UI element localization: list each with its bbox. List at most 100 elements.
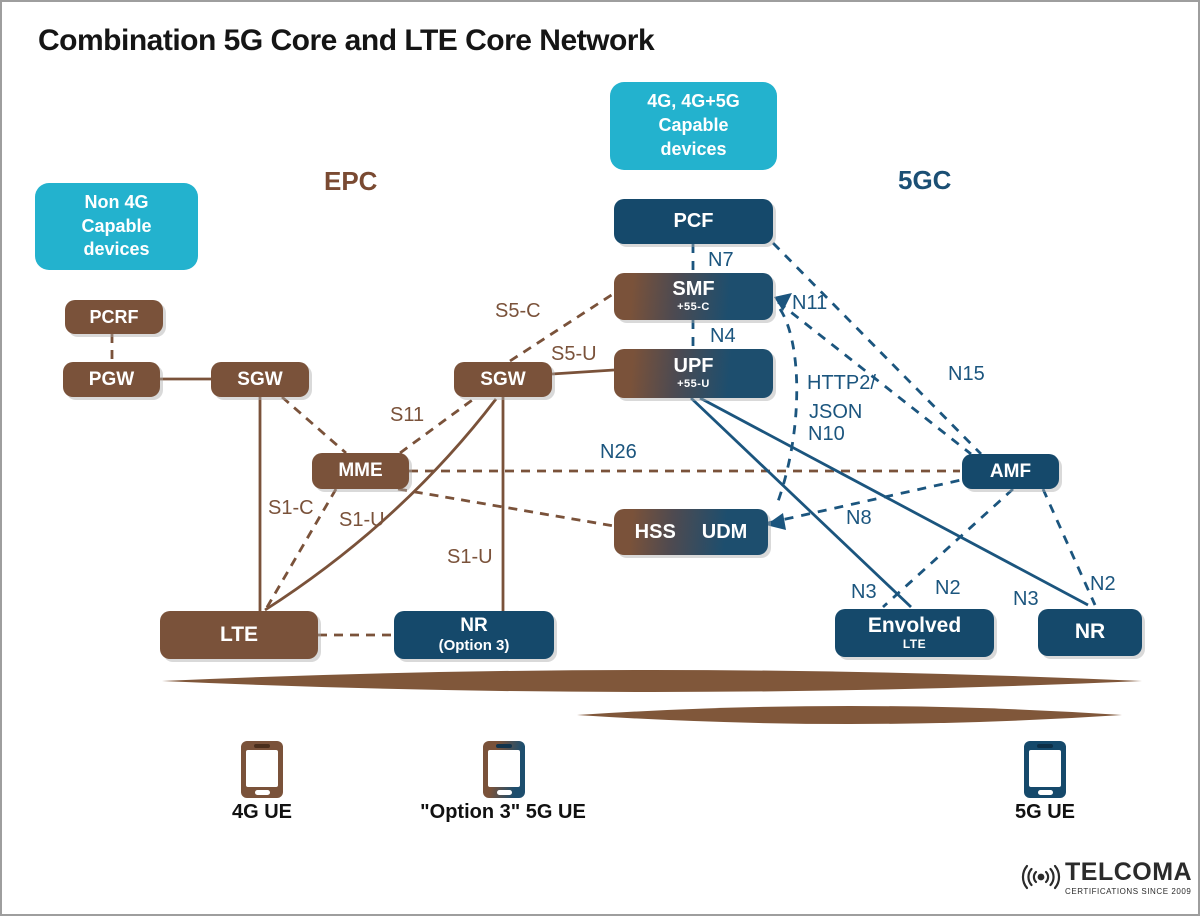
iface-label-json: JSON [809, 401, 863, 423]
phone-option3-ue-icon [483, 741, 525, 798]
node-mme-label: MME [338, 460, 383, 482]
iface-label-n2-left: N2 [935, 577, 961, 599]
iface-label-n26: N26 [600, 441, 637, 463]
radio-waves-icon [1021, 864, 1061, 890]
node-nr-5g: NR [1038, 609, 1142, 656]
node-pcrf-label: PCRF [89, 306, 139, 327]
node-envolved-label: Envolved [867, 614, 962, 638]
phone-home-button [496, 790, 512, 795]
iface-label-n3-left: N3 [851, 581, 877, 603]
badge-line: devices [660, 138, 727, 159]
iface-label-http2: HTTP2/ [807, 372, 876, 394]
node-lte: LTE [160, 611, 318, 659]
node-nr-option3: NR (Option 3) [394, 611, 554, 659]
edge-mme-hss [397, 487, 615, 528]
logo-tagline-text: CERTIFICATIONS SINCE 2009 [1065, 887, 1192, 896]
node-upf-sublabel: +55-U [677, 378, 710, 391]
node-mme: MME [312, 453, 409, 489]
ue-label-option3: "Option 3" 5G UE [420, 801, 586, 823]
badge-line: 4G, 4G+5G [647, 91, 740, 112]
phone-home-button [1037, 790, 1053, 795]
phone-4g-ue-icon [241, 741, 283, 798]
iface-label-n10: N10 [808, 423, 845, 445]
node-envolved-lte: Envolved LTE [835, 609, 994, 657]
badge-non-4g-devices: Non 4G Capable devices [35, 183, 198, 270]
edge-sgw2-upf-s5u [551, 368, 615, 376]
badge-line: Capable [658, 115, 729, 136]
iface-label-n11: N11 [792, 292, 828, 314]
node-smf-sublabel: +55-C [677, 301, 710, 314]
node-sgw-left-label: SGW [237, 368, 283, 390]
node-nr-option3-sublabel: (Option 3) [438, 637, 510, 655]
iface-label-s5u: S5-U [551, 343, 597, 365]
telcoma-logo: TELCOMA CERTIFICATIONS SINCE 2009 [1020, 860, 1192, 896]
iface-label-s5c: S5-C [495, 300, 541, 322]
iface-label-n15: N15 [948, 363, 985, 385]
arrowhead-n11 [774, 293, 792, 311]
node-upf: UPF +55-U [614, 349, 773, 398]
edge-amf-envolved-n2 [882, 487, 1014, 609]
iface-label-s1c: S1-C [268, 497, 314, 519]
edge-sgw1-mme [281, 395, 347, 455]
page-title: Combination 5G Core and LTE Core Network [38, 24, 655, 57]
node-hss-label: HSS [634, 520, 676, 543]
iface-label-n7: N7 [708, 249, 734, 271]
node-pgw-label: PGW [88, 368, 135, 390]
iface-label-n2-right: N2 [1090, 573, 1116, 595]
edge-sgw2-smf-s5c [509, 292, 614, 363]
node-amf-label: AMF [989, 460, 1032, 482]
edge-upf-envolved-n3 [690, 396, 912, 609]
iface-label-n8: N8 [846, 507, 872, 529]
edge-amf-nr-n2 [1041, 488, 1097, 606]
node-envolved-sublabel: LTE [902, 637, 927, 652]
region-label-5gc: 5GC [898, 165, 952, 195]
phone-screen [1029, 750, 1061, 787]
node-lte-label: LTE [219, 622, 259, 646]
edge-smf-amf-n11 [777, 300, 972, 456]
iface-label-s11: S11 [390, 404, 425, 426]
iface-label-s1u-left: S1-U [339, 509, 385, 531]
ue-label-5g: 5G UE [1014, 801, 1076, 823]
node-smf-label: SMF [672, 278, 715, 301]
edge-lte-sgw2-s1u-curve [264, 398, 498, 612]
iface-label-n4: N4 [710, 325, 736, 347]
phone-screen [488, 750, 520, 787]
node-sgw-right-label: SGW [480, 368, 526, 390]
edge-mme-lte-s1c [264, 488, 338, 610]
node-nr-5g-label: NR [1074, 620, 1106, 644]
ground-swoosh-top [162, 670, 1142, 692]
node-nr-option3-label: NR [460, 615, 488, 637]
phone-speaker-slot [254, 744, 270, 748]
node-pcf-label: PCF [673, 210, 714, 232]
ue-label-4g: 4G UE [231, 801, 293, 823]
phone-speaker-slot [496, 744, 512, 748]
edge-pcf-amf-n15 [772, 242, 982, 455]
badge-4g-5g-devices: 4G, 4G+5G Capable devices [610, 82, 777, 170]
node-upf-label: UPF [673, 355, 714, 378]
region-label-epc: EPC [324, 166, 378, 196]
node-hss-udm: HSS UDM [614, 509, 768, 555]
node-sgw-left: SGW [211, 362, 309, 397]
phone-home-button [254, 790, 270, 795]
node-pcrf: PCRF [65, 300, 163, 334]
ground-swoosh-bottom [577, 706, 1122, 724]
phone-5g-ue-icon [1024, 741, 1066, 798]
node-sgw-right: SGW [454, 362, 552, 397]
phone-screen [246, 750, 278, 787]
edge-smf-udm-n10 [774, 308, 799, 508]
edge-upf-nr-n3 [699, 396, 1089, 607]
iface-label-n3-right: N3 [1013, 588, 1039, 610]
node-smf: SMF +55-C [614, 273, 773, 320]
phone-speaker-slot [1037, 744, 1053, 748]
node-pcf: PCF [614, 199, 773, 244]
iface-label-s1u-mid: S1-U [447, 546, 493, 568]
node-pgw: PGW [63, 362, 160, 397]
logo-brand-text: TELCOMA [1065, 858, 1193, 886]
badge-line: Capable [81, 215, 152, 236]
node-udm-label: UDM [701, 520, 748, 543]
badge-line: Non 4G [84, 191, 149, 212]
arrowhead-n8 [766, 513, 786, 530]
badge-line: devices [83, 239, 150, 260]
